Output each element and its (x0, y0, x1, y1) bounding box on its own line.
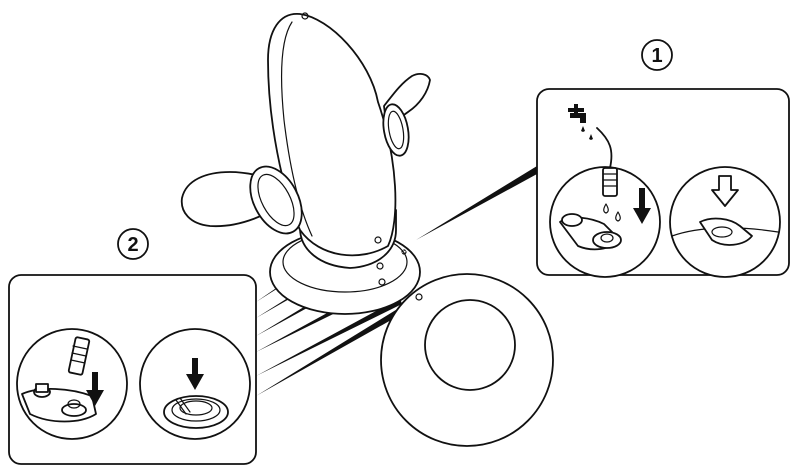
step-2-number: 2 (127, 234, 138, 256)
hose-connector-icon (602, 167, 618, 197)
down-arrow-icon (633, 188, 651, 224)
faucet-icon (568, 104, 593, 140)
cap-closed-icon (699, 217, 753, 246)
down-arrow-icon-3 (186, 358, 204, 390)
down-arrow-icon-2 (86, 372, 104, 406)
step-2-panel (8, 274, 257, 465)
step-1-number: 1 (651, 45, 662, 67)
hose (596, 127, 613, 169)
step-1-zoom-left (549, 166, 661, 278)
fill-port-icon (559, 213, 622, 251)
step-1-callout: 1 (536, 39, 790, 278)
step-1-panel (536, 88, 790, 276)
step-2-callout: 2 (8, 228, 257, 465)
step-2-circle (117, 228, 149, 260)
step-1-circle (641, 39, 673, 71)
filter-gasket (380, 273, 554, 447)
hollow-down-arrow-icon (711, 175, 739, 207)
drain-port-icon (21, 383, 97, 423)
water-drops-icon (603, 203, 621, 222)
drain-hose-icon (67, 336, 91, 376)
purifier-device (180, 12, 431, 315)
drain-plug-icon (163, 395, 229, 429)
step-2-zoom-left (16, 328, 128, 440)
